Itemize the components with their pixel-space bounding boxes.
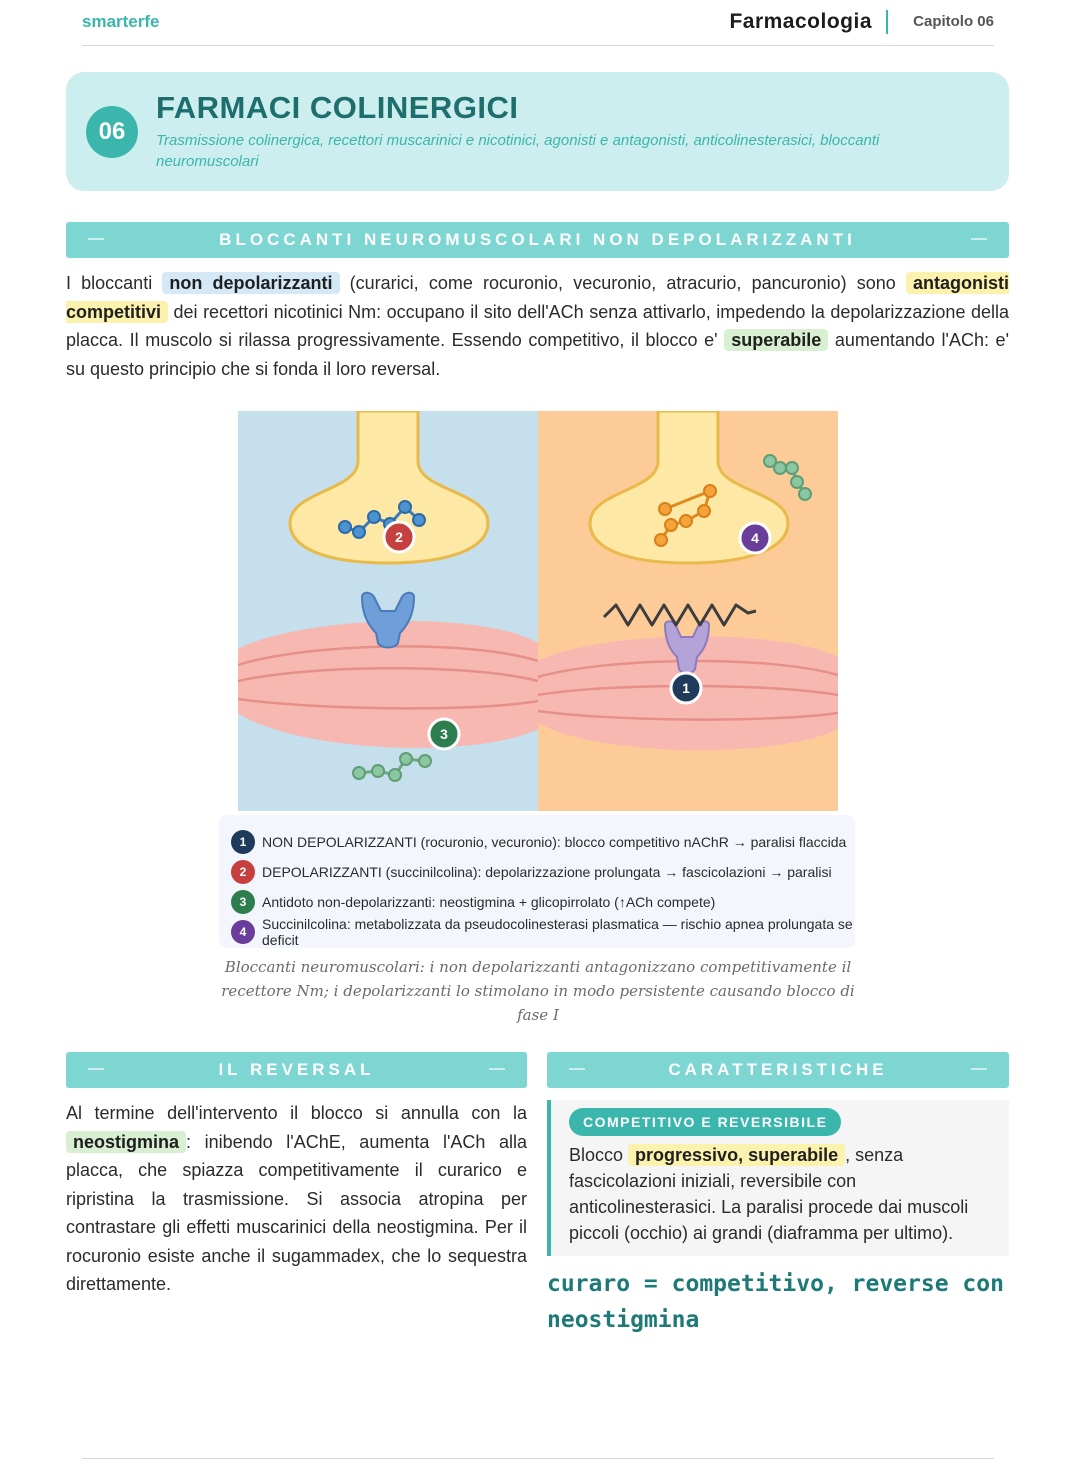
figure-marker-3: 3 [427,717,461,751]
brand-logo: smarterfe [82,12,160,31]
chapter-label: Capitolo 06 [913,13,994,30]
section-heading-bloccanti: BLOCCANTI NEUROMUSCOLARI NON DEPOLARIZZA… [66,222,1009,258]
subject-title: Farmacologia [729,10,872,33]
section-heading-reversal: IL REVERSAL [66,1052,527,1088]
succinylcholine-molecules-orange [654,484,717,547]
text-run: aumentando l'ACh: e' su questo principio… [66,330,1010,379]
svg-text:2: 2 [395,529,403,545]
intro-paragraph: I bloccanti non depolarizzanti (curarici… [66,269,1009,383]
legend-number-badge: 3 [231,890,255,914]
text-run: Al termine dell'intervento il blocco si … [66,1103,527,1123]
legend-text: DEPOLARIZZANTI (succinilcolina): depolar… [262,864,832,880]
section-heading-text: IL REVERSAL [218,1060,375,1079]
muscle-striation [537,709,838,721]
muscle-fiber-left [238,620,538,748]
nerve-terminal-right [588,411,790,565]
heading-dash-left [569,1068,585,1070]
drug-molecule-zigzag [602,603,757,627]
text-run: , senza fascicolazioni iniziali, reversi… [569,1145,969,1243]
header-divider [886,10,888,34]
heading-dash-left [88,238,104,240]
neuromuscular-junction-illustration: 2 4 1 3 [238,411,838,811]
neostigmine-molecules-green-top [763,454,812,501]
chapter-title: FARMACI COLINERGICI [156,90,519,125]
legend-number-badge: 4 [231,920,255,944]
muscle-striation [238,667,539,683]
highlight-superabile: superabile [724,329,829,351]
chapter-subtitle: Trasmissione colinergica, recettori musc… [156,132,880,170]
figure-legend: 1 NON DEPOLARIZZANTI (rocuronio, vecuron… [219,815,855,948]
legend-item: 4 Succinilcolina: metabolizzata da pseud… [231,916,855,948]
heading-dash-right [971,238,987,240]
characteristics-callout: COMPETITIVO E REVERSIBILE Blocco progres… [547,1100,1009,1256]
highlight-non-depolarizzanti: non depolarizzanti [162,272,340,294]
svg-text:1: 1 [682,680,690,696]
section-heading-caratteristiche: CARATTERISTICHE [547,1052,1009,1088]
text-run: : inibendo l'AChE, aumenta l'ACh alla pl… [66,1131,527,1295]
footer-divider [82,1458,994,1459]
figure-marker-1: 1 [669,671,703,705]
section-heading-text: CARATTERISTICHE [668,1060,888,1079]
chapter-title-card: 06 FARMACI COLINERGICI Trasmissione coli… [66,72,1009,191]
legend-text: Succinilcolina: metabolizzata da pseudoc… [262,916,853,948]
callout-text: Blocco progressivo, superabile, senza fa… [569,1142,999,1246]
heading-dash-left [88,1068,104,1070]
mnemonic-note: curaro = competitivo, reverse con neosti… [547,1271,1004,1333]
text-run: Blocco [569,1145,629,1165]
callout-tag: COMPETITIVO E REVERSIBILE [569,1108,842,1136]
heading-dash-right [971,1068,987,1070]
reversal-paragraph: Al termine dell'intervento il blocco si … [66,1099,527,1299]
heading-dash-right [489,1068,505,1070]
figure-caption: Bloccanti neuromuscolari: i non depolari… [221,958,855,1024]
legend-text: Antidoto non-depolarizzanti: neostigmina… [262,894,716,910]
legend-item: 1 NON DEPOLARIZZANTI (rocuronio, vecuron… [231,827,855,857]
section-heading-text: BLOCCANTI NEUROMUSCOLARI NON DEPOLARIZZA… [219,230,856,249]
highlight-neostigmina: neostigmina [66,1130,187,1153]
neostigmine-molecules-green-bottom [352,752,432,782]
figure-marker-4: 4 [738,521,772,555]
text-run: I bloccanti [66,273,163,293]
text-run: (curarici, come rocuronio, vecuronio, at… [339,273,906,293]
figure-marker-2: 2 [382,520,416,554]
legend-item: 3 Antidoto non-depolarizzanti: neostigmi… [231,887,855,917]
legend-number-badge: 2 [231,860,255,884]
acetylcholine-molecules-blue [338,500,426,539]
svg-text:4: 4 [751,530,759,546]
legend-number-badge: 1 [231,830,255,854]
text-run: dei recettori nicotinici Nm: occupano il… [66,301,1009,351]
highlight-progressivo-superabile: progressivo, superabile [628,1144,846,1166]
legend-text: NON DEPOLARIZZANTI (rocuronio, vecuronio… [262,834,847,850]
muscle-striation [238,697,539,710]
page-header: smarterfe Farmacologia Capitolo 06 [82,0,994,46]
chapter-number-badge: 06 [86,106,138,158]
svg-text:3: 3 [440,726,448,742]
nicotinic-receptor-left [360,591,416,649]
legend-item: 2 DEPOLARIZZANTI (succinilcolina): depol… [231,857,855,887]
